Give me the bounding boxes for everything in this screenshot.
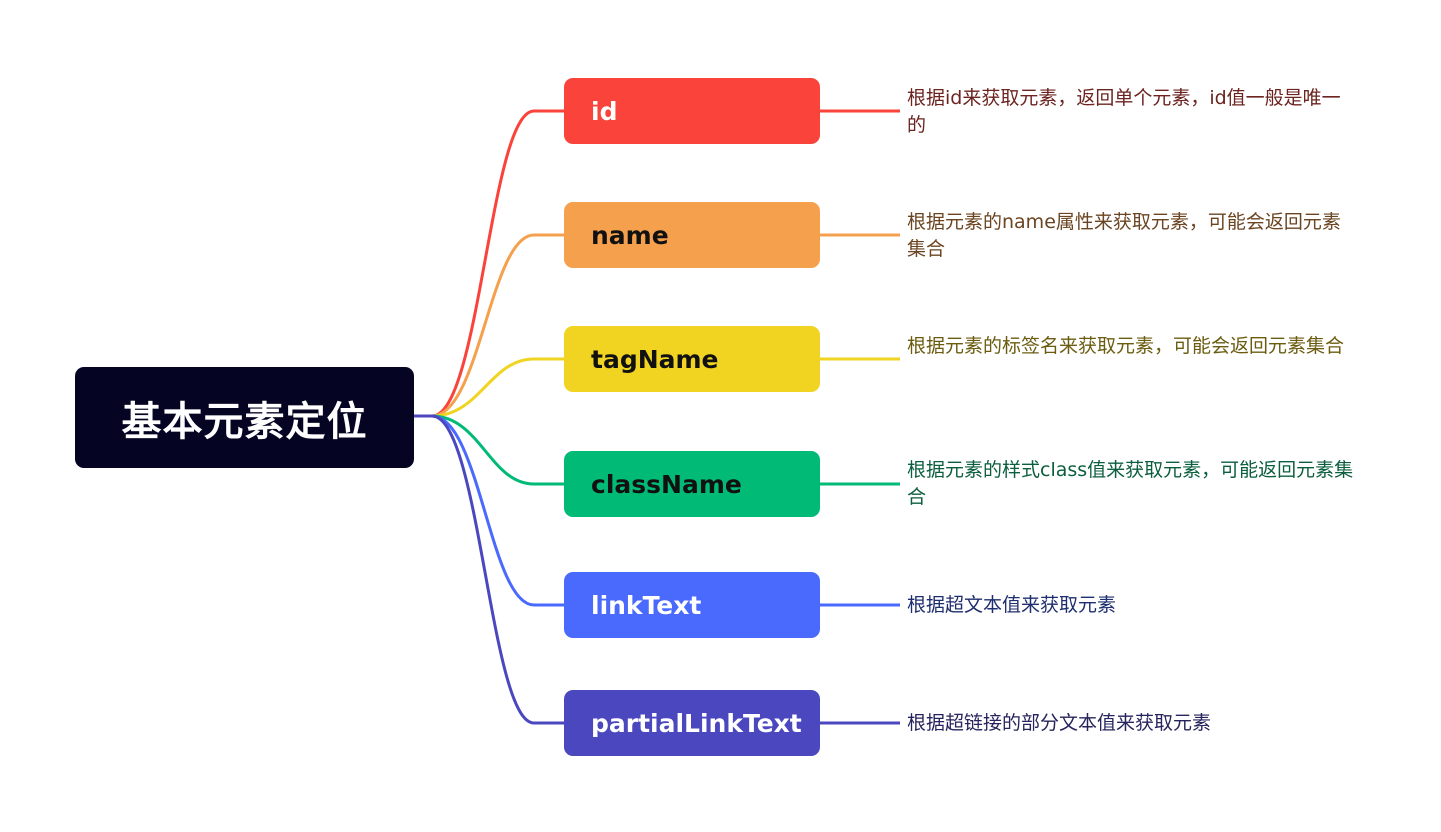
connector-branch-1 — [431, 233, 564, 418]
branch-description-partiallinktext: 根据超链接的部分文本值来获取元素 — [907, 712, 1212, 734]
branch-node-linktext[interactable]: linkText — [564, 572, 820, 638]
branch-description-name: 根据元素的name属性来获取元素，可能会返回元素集合 — [907, 211, 1341, 260]
branch-node-name[interactable]: name — [564, 202, 820, 268]
branch-label-classname: className — [591, 469, 742, 499]
branch-node-classname[interactable]: className — [564, 451, 820, 517]
branch-description-classname: 根据元素的样式class值来获取元素，可能返回元素集合 — [907, 459, 1354, 508]
branch-node-id[interactable]: id — [564, 78, 820, 144]
branch-label-name: name — [591, 220, 669, 250]
branch-label-tagname: tagName — [591, 344, 719, 374]
root-node[interactable]: 基本元素定位 — [75, 367, 414, 468]
connector-branch-3 — [431, 414, 564, 486]
connector-branch-2 — [431, 357, 564, 418]
root-title: 基本元素定位 — [121, 398, 368, 445]
branch-node-tagname[interactable]: tagName — [564, 326, 820, 392]
connector-branch-5 — [431, 414, 564, 725]
branch-description-linktext: 根据超文本值来获取元素 — [907, 594, 1117, 616]
branch-label-id: id — [591, 96, 618, 126]
branch-label-linktext: linkText — [591, 590, 702, 620]
branch-node-partiallinktext[interactable]: partialLinkText — [564, 690, 820, 756]
connector-branch-0 — [431, 109, 564, 418]
branch-label-partiallinktext: partialLinkText — [591, 708, 802, 738]
branch-description-id: 根据id来获取元素，返回单个元素，id值一般是唯一的 — [907, 87, 1341, 136]
branch-description-tagname: 根据元素的标签名来获取元素，可能会返回元素集合 — [907, 335, 1345, 357]
connector-branch-4 — [431, 414, 564, 607]
